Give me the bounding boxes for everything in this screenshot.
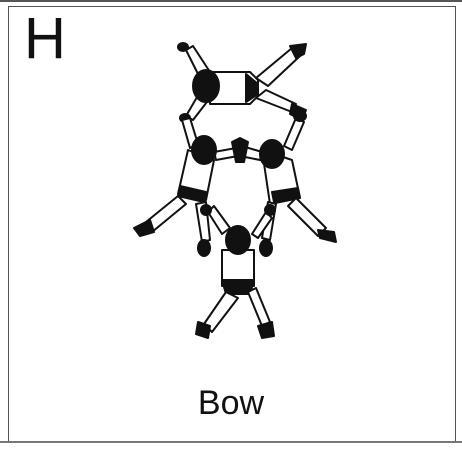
center-hands [232, 138, 248, 162]
formation-name: Bow [0, 386, 462, 420]
left-skydiver-figure [134, 118, 238, 256]
top-skydiver-figure [178, 43, 306, 122]
